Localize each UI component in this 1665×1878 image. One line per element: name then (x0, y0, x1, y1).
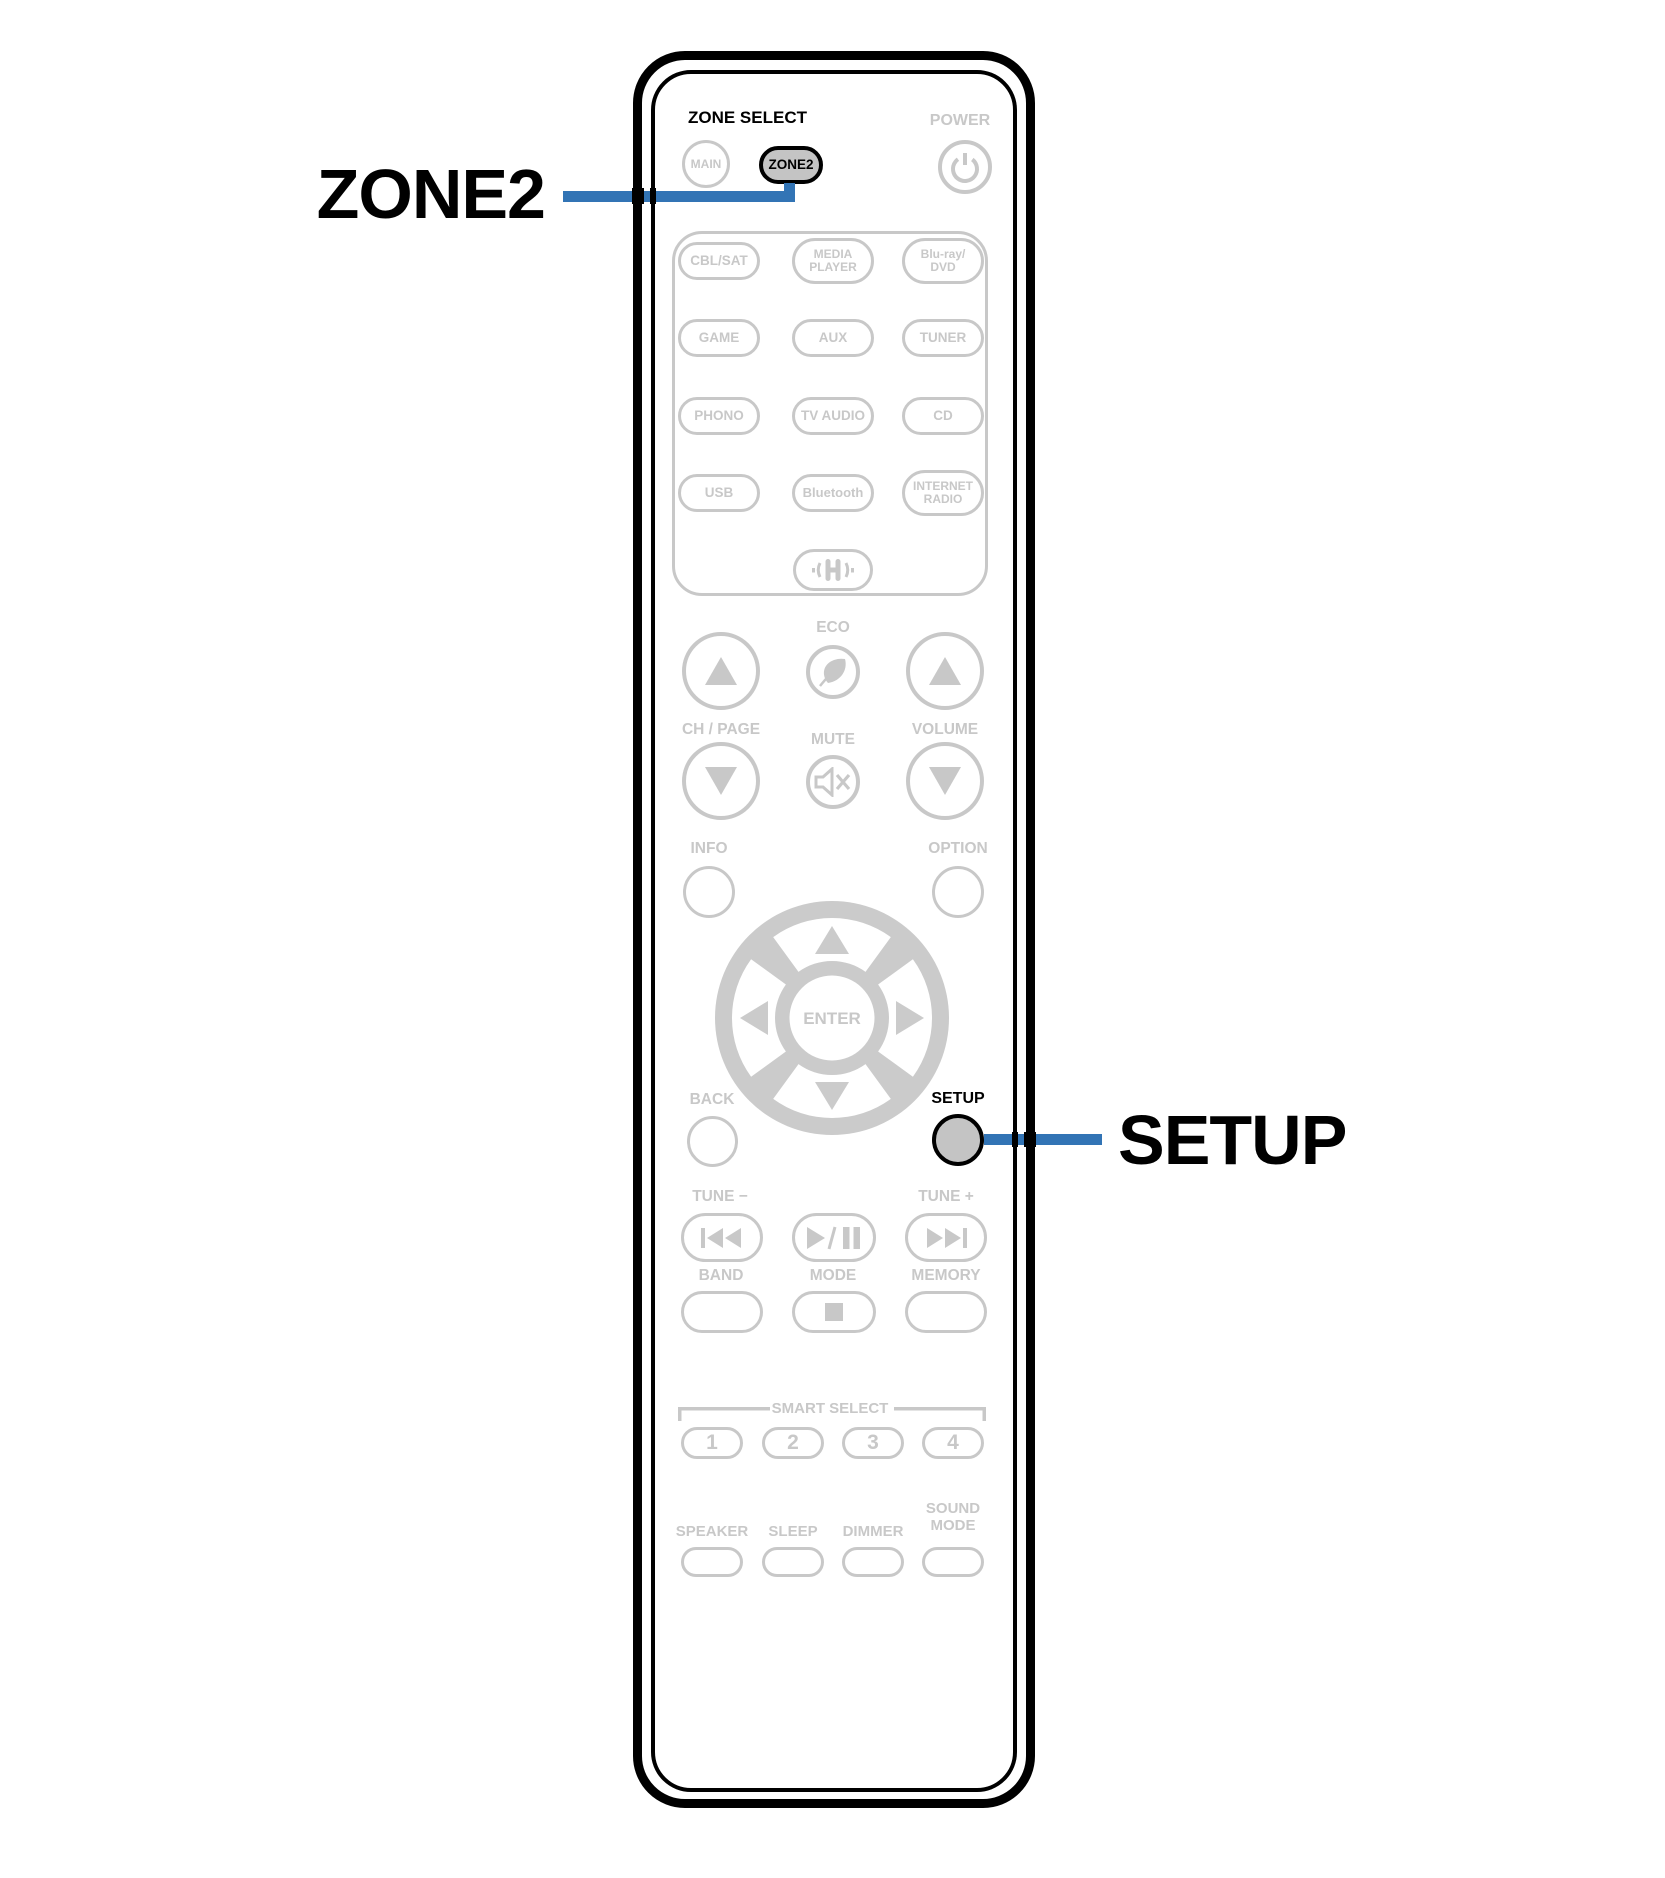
source-button-cbl-sat[interactable]: CBL/SAT (678, 242, 760, 280)
volume-up-button[interactable] (906, 632, 984, 710)
eco-label: ECO (816, 619, 850, 636)
sleep-button[interactable] (762, 1547, 824, 1577)
mute-speaker-x-icon (814, 767, 851, 797)
sound-mode-button[interactable] (922, 1547, 984, 1577)
eco-button[interactable] (806, 645, 860, 699)
zone2-button[interactable]: ZONE2 (759, 146, 823, 184)
tune-minus-label: TUNE − (692, 1188, 748, 1205)
dpad-down-button[interactable] (815, 1082, 849, 1110)
zone2-callout-label: ZONE2 (316, 155, 546, 233)
channel-down-button[interactable] (682, 742, 760, 820)
smart-select-2-button[interactable]: 2 (762, 1427, 824, 1459)
volume-label: VOLUME (911, 721, 979, 738)
smart-select-3-button[interactable]: 3 (842, 1427, 904, 1459)
source-button-media-player[interactable]: MEDIA PLAYER (792, 238, 874, 284)
speaker-button[interactable] (681, 1547, 743, 1577)
source-button-phono[interactable]: PHONO (678, 397, 760, 435)
sleep-label: SLEEP (768, 1523, 818, 1540)
mode-label: MODE (809, 1267, 857, 1284)
source-button-internet-radio[interactable]: INTERNET RADIO (902, 470, 984, 516)
power-icon (951, 153, 979, 184)
power-button[interactable] (938, 140, 992, 194)
source-button-tuner[interactable]: TUNER (902, 319, 984, 357)
border-overlay (632, 188, 644, 204)
source-button-tv-audio[interactable]: TV AUDIO (792, 397, 874, 435)
dimmer-button[interactable] (842, 1547, 904, 1577)
sound-calibration-icon (812, 559, 854, 581)
band-label: BAND (698, 1267, 744, 1284)
memory-label: MEMORY (911, 1267, 981, 1284)
stop-icon (825, 1303, 843, 1321)
smart-select-title: SMART SELECT (771, 1400, 889, 1417)
tune-plus-label: TUNE + (918, 1188, 974, 1205)
skip-back-button[interactable] (681, 1213, 763, 1262)
ch-page-label: CH / PAGE (681, 721, 761, 738)
zone2-callout-line (563, 183, 795, 202)
memory-button[interactable] (905, 1291, 987, 1333)
volume-down-button[interactable] (906, 742, 984, 820)
mute-button[interactable] (806, 755, 860, 809)
smart-select-bracket (678, 1407, 986, 1421)
source-button-usb[interactable]: USB (678, 474, 760, 512)
source-button-cd[interactable]: CD (902, 397, 984, 435)
sound-calibration-button[interactable] (793, 549, 873, 591)
down-triangle-icon (705, 767, 737, 795)
down-triangle-icon (929, 767, 961, 795)
setup-callout-label: SETUP (1118, 1101, 1347, 1179)
setup-callout-line (984, 1134, 1102, 1145)
main-button[interactable]: MAIN (682, 140, 730, 188)
channel-up-button[interactable] (682, 632, 760, 710)
source-button-aux[interactable]: AUX (792, 319, 874, 357)
speaker-label: SPEAKER (675, 1523, 749, 1540)
play-pause-icon (807, 1226, 860, 1249)
info-label: INFO (690, 840, 728, 857)
mute-label: MUTE (811, 731, 855, 748)
border-overlay (650, 188, 656, 204)
power-label: POWER (929, 112, 991, 129)
skip-forward-button[interactable] (905, 1213, 987, 1262)
info-button[interactable] (683, 866, 735, 918)
up-triangle-icon (705, 657, 737, 685)
source-button-blu-ray-dvd[interactable]: Blu-ray/ DVD (902, 238, 984, 284)
dpad-right-button[interactable] (896, 1001, 924, 1035)
smart-select-4-button[interactable]: 4 (922, 1427, 984, 1459)
back-label: BACK (689, 1091, 735, 1108)
dpad-left-button[interactable] (740, 1001, 768, 1035)
option-button[interactable] (932, 866, 984, 918)
zone-select-label: ZONE SELECT (687, 108, 807, 127)
eco-leaf-icon (819, 658, 846, 687)
mode-button[interactable] (792, 1291, 876, 1333)
sound-mode-label: SOUND MODE (925, 1500, 981, 1534)
dimmer-label: DIMMER (842, 1523, 904, 1540)
setup-label: SETUP (931, 1090, 985, 1107)
band-button[interactable] (681, 1291, 763, 1333)
back-button[interactable] (687, 1116, 738, 1167)
source-group-outline (672, 231, 988, 596)
dpad[interactable]: ENTER (714, 900, 950, 1136)
enter-button[interactable] (789, 975, 875, 1061)
option-label: OPTION (928, 840, 988, 857)
setup-button[interactable] (932, 1114, 984, 1166)
remote-inner-outline (651, 70, 1017, 1792)
border-overlay (1024, 1132, 1036, 1147)
smart-select-1-button[interactable]: 1 (681, 1427, 743, 1459)
dpad-up-button[interactable] (815, 926, 849, 954)
up-triangle-icon (929, 657, 961, 685)
source-button-game[interactable]: GAME (678, 319, 760, 357)
skip-back-icon (701, 1227, 741, 1248)
play-pause-button[interactable] (792, 1213, 876, 1262)
skip-forward-icon (927, 1227, 967, 1248)
enter-label: ENTER (803, 1009, 861, 1028)
border-overlay (1012, 1132, 1018, 1147)
source-button-bluetooth[interactable]: Bluetooth (792, 474, 874, 512)
